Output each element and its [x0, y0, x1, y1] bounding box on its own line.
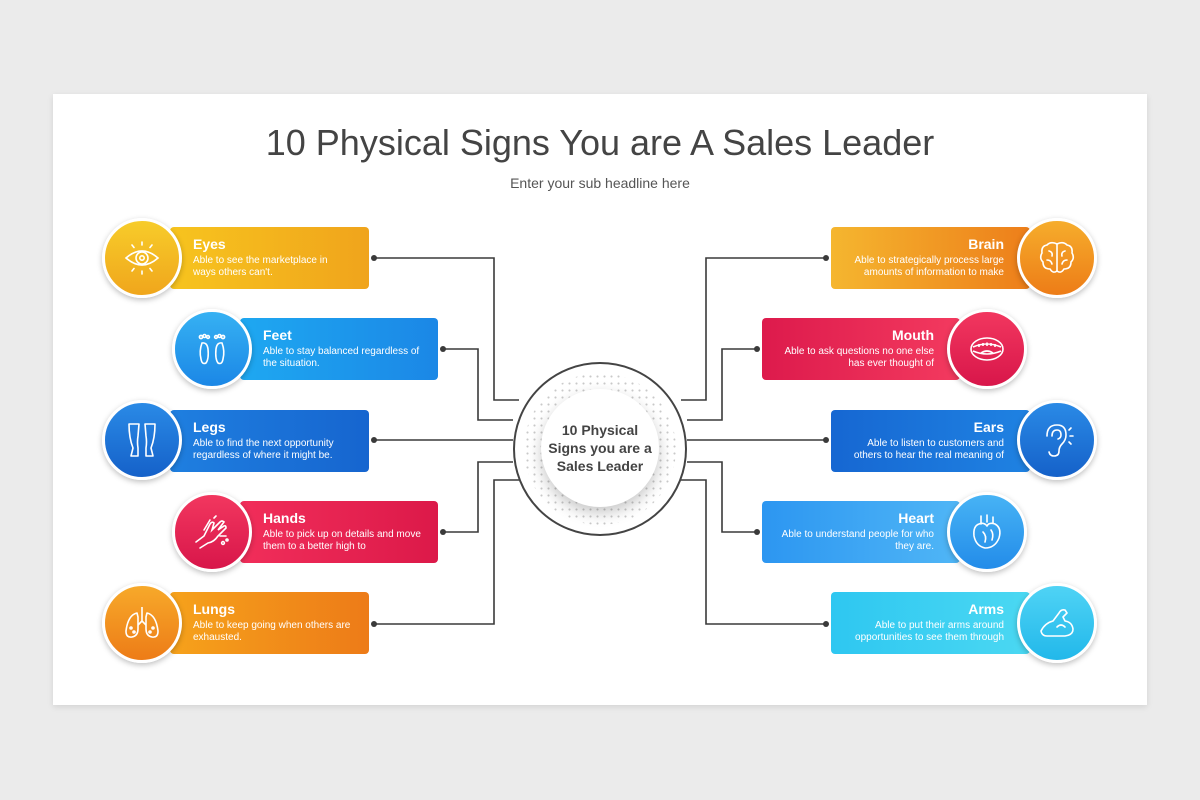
card-description: Able to pick up on details and move them…	[263, 529, 421, 552]
card-description: Able to keep going when others are exhau…	[193, 620, 351, 643]
eye-icon	[102, 218, 182, 298]
card-description: Able to see the marketplace in ways othe…	[193, 255, 328, 278]
lungs-icon	[102, 583, 182, 663]
card-legs: Legs Able to find the next opportunity r…	[170, 410, 369, 472]
card-title: Hands	[263, 510, 306, 526]
card-heart: Heart Able to understand people for who …	[762, 501, 960, 563]
card-description: Able to ask questions no one else has ev…	[784, 346, 934, 369]
center-hub: 10 Physical Signs you are a Sales Leader	[541, 389, 659, 507]
connector-eyes	[374, 257, 519, 401]
center-hub-text: 10 Physical Signs you are a Sales Leader	[548, 422, 652, 474]
connector-arms	[681, 479, 826, 625]
card-ears: Ears Able to listen to customers and oth…	[831, 410, 1030, 472]
brain-icon	[1017, 218, 1097, 298]
card-lungs: Lungs Able to keep going when others are…	[170, 592, 369, 654]
card-hands: Hands Able to pick up on details and mov…	[240, 501, 438, 563]
card-mouth: Mouth Able to ask questions no one else …	[762, 318, 960, 380]
card-title: Eyes	[193, 236, 226, 252]
card-title: Lungs	[193, 601, 235, 617]
page-title: 10 Physical Signs You are A Sales Leader	[265, 122, 935, 163]
card-brain: Brain Able to strategically process larg…	[831, 227, 1030, 289]
card-eyes: Eyes Able to see the marketplace in ways…	[170, 227, 369, 289]
card-title: Heart	[898, 510, 934, 526]
connector-hands	[443, 461, 513, 533]
ear-icon	[1017, 400, 1097, 480]
footprints-icon	[172, 309, 252, 389]
connector-feet	[443, 348, 513, 421]
arm-muscle-icon	[1017, 583, 1097, 663]
card-title: Legs	[193, 419, 226, 435]
card-title: Ears	[973, 419, 1004, 435]
connector-brain	[681, 257, 826, 401]
card-description: Able to understand people for who they a…	[781, 529, 934, 552]
mouth-icon	[947, 309, 1027, 389]
card-description: Able to strategically process large amou…	[854, 255, 1004, 278]
page-subtitle: Enter your sub headline here	[510, 175, 690, 191]
card-description: Able to listen to customers and others t…	[853, 438, 1004, 461]
card-arms: Arms Able to put their arms around oppor…	[831, 592, 1030, 654]
card-title: Feet	[263, 327, 292, 343]
heart-organ-icon	[947, 492, 1027, 572]
connector-lungs	[374, 479, 519, 625]
card-description: Able to put their arms around opportunit…	[855, 620, 1004, 643]
card-description: Able to stay balanced regardless of the …	[263, 346, 420, 369]
card-title: Brain	[968, 236, 1004, 252]
hands-icon	[172, 492, 252, 572]
card-description: Able to find the next opportunity regard…	[193, 438, 334, 461]
connector-heart	[687, 461, 757, 533]
card-title: Arms	[968, 601, 1004, 617]
connector-mouth	[687, 348, 757, 421]
card-title: Mouth	[892, 327, 934, 343]
card-feet: Feet Able to stay balanced regardless of…	[240, 318, 438, 380]
legs-icon	[102, 400, 182, 480]
